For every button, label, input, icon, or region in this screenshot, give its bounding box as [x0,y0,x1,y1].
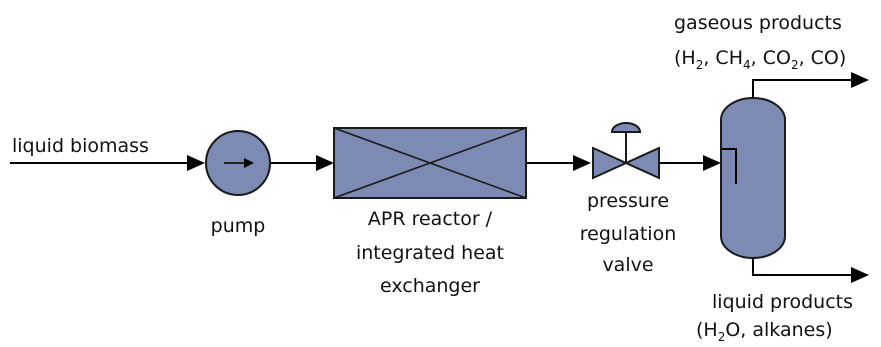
reactor-label-line-1: APR reactor / [368,208,493,230]
valve-actuator [610,122,642,133]
gas-products-title: gaseous products [674,12,842,34]
liquid-outlet-arrow [851,267,869,283]
reactor-outlet-arrow [573,155,591,171]
liquid-products-species: (H2O, alkanes) [696,319,833,344]
gas-products-species: (H2, CH4, CO2, CO) [674,47,846,72]
valve-body-right [623,146,660,180]
reactor-label-line-3: exchanger [380,275,480,297]
valve-label-line-1: pressure [587,190,669,212]
pump-outlet-arrow [316,155,334,171]
pump-label: pump [211,215,266,237]
valve-label-line-2: regulation [580,223,677,245]
valve-body-left [592,146,629,180]
gas-outlet-arrow [851,72,869,88]
reactor-label-line-2: integrated heat [356,242,504,264]
feed-stream-arrow [187,155,205,171]
reactor-cross-line-2 [333,127,527,199]
gas-outlet-line [752,79,851,98]
separator-inlet-pipe [721,148,737,184]
feed-label: liquid biomass [12,135,149,157]
liquid-products-title: liquid products [712,291,853,313]
pump-direction-arrow [244,158,254,168]
valve-outlet-arrow [703,155,721,171]
valve-label-line-3: valve [602,254,653,276]
separator-vessel [720,97,786,259]
liquid-outlet-line [752,258,851,276]
